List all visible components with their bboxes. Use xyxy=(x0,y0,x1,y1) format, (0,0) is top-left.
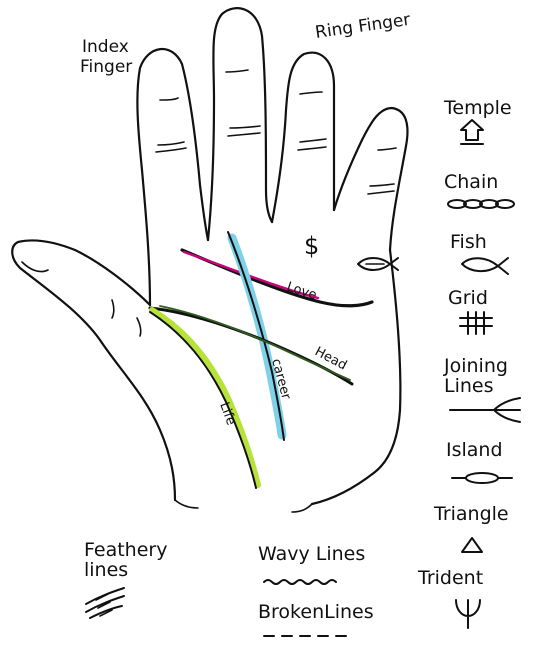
legend-grid-label: Grid xyxy=(448,287,488,309)
legend-island-label: Island xyxy=(446,439,503,461)
temple-icon xyxy=(461,120,483,144)
joining-lines-icon xyxy=(450,398,520,422)
legend-wavy-label: Wavy Lines xyxy=(258,543,365,565)
trident-icon xyxy=(456,600,480,628)
legend-temple-label: Temple xyxy=(443,97,512,119)
legend-triangle-label: Triangle xyxy=(433,503,509,525)
legend-joining-label-1: Joining xyxy=(443,355,508,377)
legend-bottom: Feathery lines Wavy Lines BrokenLines xyxy=(84,539,374,636)
head-line-label: Head xyxy=(312,344,349,373)
love-line-label: Love xyxy=(285,280,319,304)
legend-joining-label-2: Lines xyxy=(444,375,494,397)
life-line xyxy=(150,312,256,488)
feathery-lines-icon xyxy=(86,588,124,618)
legend-feathery-label-2: lines xyxy=(84,559,128,581)
wavy-lines-icon xyxy=(264,580,336,584)
life-line-label: Life xyxy=(216,400,238,427)
triangle-icon xyxy=(462,538,482,552)
fish-icon xyxy=(462,258,508,274)
legend-chain-label: Chain xyxy=(444,171,498,193)
legend-broken-label: BrokenLines xyxy=(258,601,374,623)
legend-trident-label: Trident xyxy=(417,567,483,589)
life-line-color xyxy=(152,310,258,485)
legend-feathery-label-1: Feathery xyxy=(84,539,167,561)
love-line xyxy=(182,250,372,306)
legend-right: Temple Chain Fish Grid Joining Lines Isl… xyxy=(417,97,520,628)
island-icon xyxy=(452,473,512,483)
chain-icon xyxy=(448,200,514,208)
ring-finger-label: Ring Finger xyxy=(314,10,412,43)
index-finger-label-2: Finger xyxy=(80,57,132,77)
grid-icon xyxy=(460,312,492,334)
dollar-sign: $ xyxy=(304,232,319,260)
legend-fish-label: Fish xyxy=(450,231,487,253)
hand-labels: Index Finger Ring Finger $ Love Head car… xyxy=(80,10,412,428)
index-finger-label-1: Index xyxy=(82,37,129,57)
